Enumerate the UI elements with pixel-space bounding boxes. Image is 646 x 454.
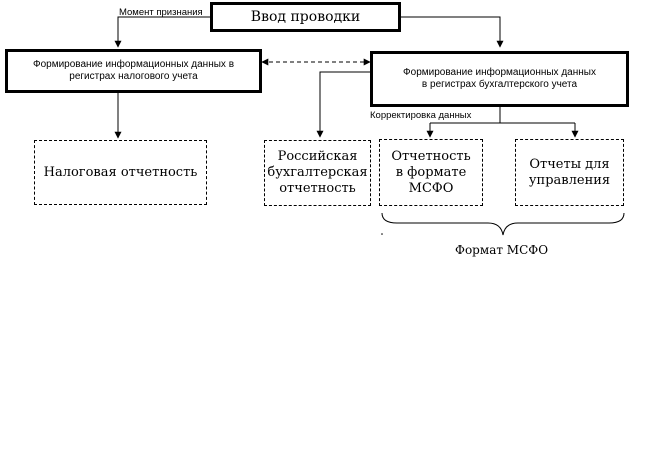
ifrs-brace — [381, 212, 625, 236]
arrow-entry-to-tax — [114, 16, 210, 48]
data-adjustment-label: Корректировка данных — [370, 110, 472, 121]
russian-reporting-box: Российская бухгалтерская отчетность — [264, 140, 371, 206]
recognition-moment-label: Момент признания — [119, 7, 203, 18]
arrow-entry-to-accounting — [401, 16, 504, 48]
brace-dot — [381, 233, 383, 235]
ifrs-reporting-box: Отчетность в формате МСФО — [379, 139, 483, 206]
russian-reporting-text: Российская бухгалтерская отчетность — [267, 149, 368, 196]
management-reports-box: Отчеты для управления — [515, 139, 624, 206]
accounting-registers-text: Формирование информационных данных в рег… — [403, 67, 596, 90]
tax-registers-box: Формирование информационных данных в рег… — [5, 49, 262, 93]
tax-reporting-box: Налоговая отчетность — [34, 140, 207, 205]
ifrs-reporting-text: Отчетность в формате МСФО — [391, 148, 471, 196]
tax-reporting-text: Налоговая отчетность — [43, 164, 198, 180]
ifrs-format-caption: Формат МСФО — [455, 243, 549, 257]
management-reports-text: Отчеты для управления — [528, 156, 611, 188]
arrow-accounting-to-russian — [316, 71, 370, 138]
tax-registers-text: Формирование информационных данных в рег… — [32, 59, 235, 82]
entry-text: Ввод проводки — [250, 9, 361, 25]
entry-box: Ввод проводки — [210, 2, 401, 32]
accounting-registers-box: Формирование информационных данных в рег… — [370, 51, 629, 107]
